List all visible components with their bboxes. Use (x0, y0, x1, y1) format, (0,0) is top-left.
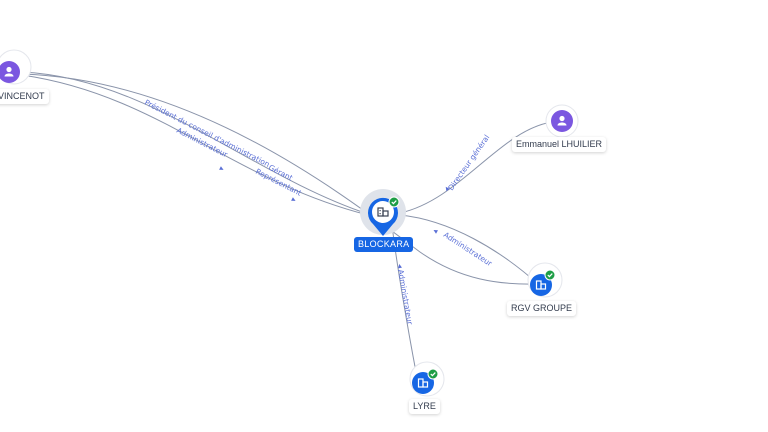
node-rgv-groupe[interactable] (527, 262, 563, 298)
edge-label-administrateur-lyre: Administrateur (396, 269, 415, 327)
edge-label-directeur: Directeur général (446, 133, 491, 192)
node-label-vincenot[interactable]: VINCENOT (0, 89, 49, 104)
check-icon (547, 273, 553, 278)
edge-label-president: Président du conseil d'administration (143, 98, 271, 169)
arrow-marker (219, 166, 224, 170)
arrow-marker (398, 264, 402, 269)
arrow-marker (433, 230, 438, 234)
person-icon (557, 115, 567, 126)
node-lhuilier[interactable] (545, 104, 579, 138)
person-icon (4, 66, 14, 77)
node-blockara[interactable] (360, 189, 406, 236)
building-icon (535, 280, 547, 290)
arrow-marker (445, 186, 450, 192)
node-label-lhuilier[interactable]: Emmanuel LHUILIER (512, 137, 607, 152)
check-icon (430, 372, 436, 377)
edge-lhuilier-blockara (399, 121, 553, 214)
node-label-rgv-groupe[interactable]: RGV GROUPE (507, 301, 577, 316)
verified-badge (427, 368, 439, 380)
verified-badge (388, 196, 400, 208)
node-label-blockara[interactable]: BLOCKARA (354, 237, 414, 252)
node-lyre[interactable] (409, 361, 445, 397)
node-label-lyre[interactable]: LYRE (409, 399, 440, 414)
building-icon (377, 207, 389, 217)
building-icon (417, 378, 429, 388)
node-vincenot[interactable] (0, 49, 32, 85)
edge-rgv-blockara (399, 214, 539, 285)
arrow-marker (291, 197, 296, 201)
verified-badge (544, 269, 556, 281)
edge-vincenot-blockara-b (21, 74, 369, 216)
check-icon (391, 200, 397, 205)
